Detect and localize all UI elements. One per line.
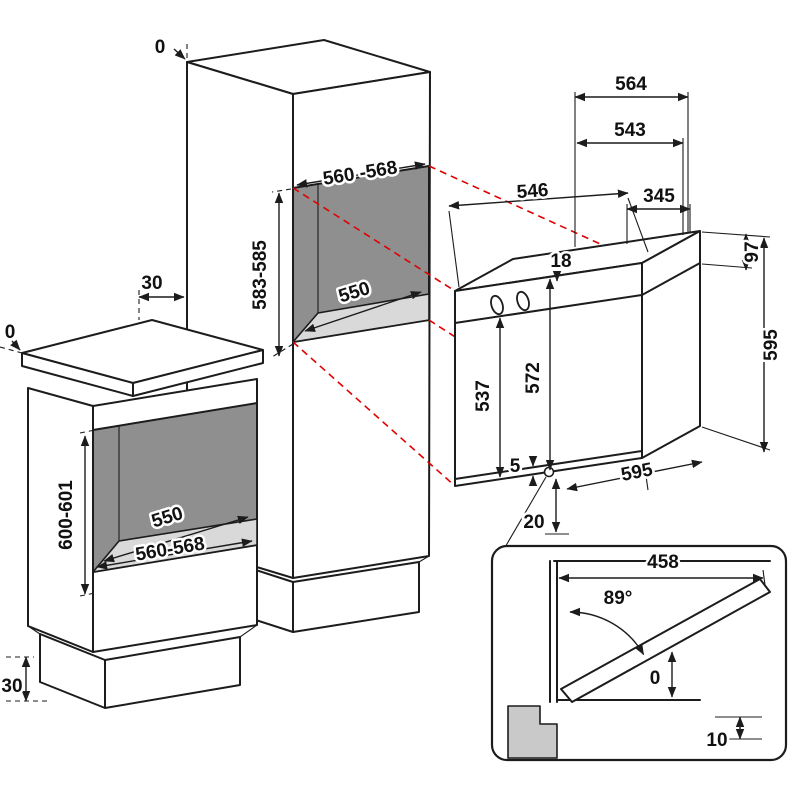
dim-tall-zero-arrow — [173, 48, 186, 60]
door-detail — [490, 544, 788, 762]
control-knob-right — [516, 290, 530, 312]
dim-tall-niche-depth-line — [304, 291, 422, 332]
control-panel-line-side — [641, 262, 701, 296]
oven-side-face — [641, 230, 701, 459]
dim-oven-546-line — [448, 189, 629, 210]
label-tall-clearance: 30 — [141, 273, 162, 294]
projection-line-bottom-left — [292, 341, 456, 487]
base-unit-plinth-front — [104, 636, 241, 709]
dim-base-zero-arrow — [10, 339, 21, 351]
detail-base-section — [507, 705, 558, 759]
worktop-edge-front — [132, 349, 264, 397]
detail-callout-line — [503, 476, 547, 550]
label-base-top-gap: 0 — [5, 322, 16, 343]
open-door-panel — [560, 578, 771, 703]
label-oven-5: 5 — [510, 456, 521, 477]
label-oven-18: 18 — [550, 251, 571, 272]
projection-line-top-left — [292, 187, 456, 292]
label-oven-537: 537 — [473, 380, 494, 412]
label-detail-angle: 89° — [604, 588, 633, 609]
label-oven-543: 543 — [614, 120, 646, 141]
door-angle-arc — [569, 607, 645, 656]
label-base-clearance: 30 — [1, 676, 22, 697]
label-oven-595-front: 595 — [619, 459, 655, 486]
label-detail-10: 10 — [706, 730, 727, 751]
label-tall-top-gap: 0 — [155, 37, 166, 58]
dim-base-niche-width-line — [96, 538, 253, 570]
detail-callout-circle — [543, 466, 555, 478]
label-oven-572: 572 — [523, 362, 544, 394]
label-detail-458: 458 — [647, 552, 679, 573]
label-oven-20: 20 — [523, 512, 544, 533]
label-detail-0: 0 — [650, 668, 661, 689]
label-tall-niche-height: 583-585 — [250, 240, 271, 310]
dimensions — [0, 40, 771, 740]
label-oven-564: 564 — [615, 74, 647, 95]
tall-unit-plinth-front — [292, 561, 420, 633]
label-oven-345: 345 — [643, 186, 675, 207]
label-base-niche-height: 600-601 — [56, 480, 77, 550]
label-oven-595-rear: 595 — [761, 329, 782, 361]
label-oven-546: 546 — [516, 180, 549, 203]
label-oven-97: 97 — [742, 241, 763, 262]
dim-tall-niche-width-line — [296, 161, 426, 188]
control-knob-left — [490, 294, 504, 316]
oven-front-face — [454, 262, 643, 487]
dim-oven-595-front-line — [566, 459, 703, 492]
